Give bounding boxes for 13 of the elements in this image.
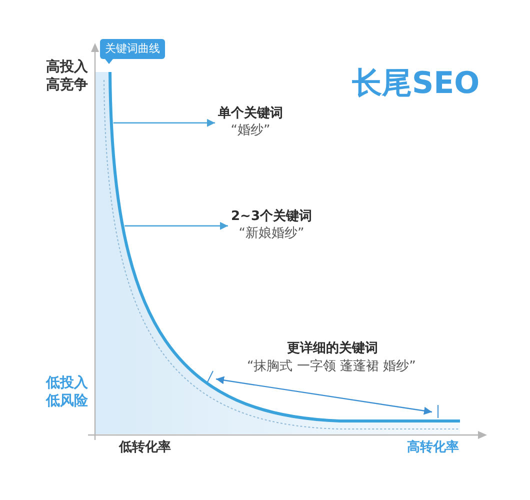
keyword-example: “婚纱” (230, 122, 270, 140)
axis-label: 低投入低风险 (46, 374, 89, 410)
arrow (124, 222, 228, 230)
keyword-heading: 更详细的关键词 (287, 341, 378, 358)
axis-label: 高投入高竞争 (46, 58, 89, 94)
keyword-heading: 2~3个关键词 (231, 209, 312, 226)
keyword-example: “新娘婚纱” (238, 226, 304, 243)
keyword-example: “抹胸式 一字领 蓬蓬裙 婚纱” (247, 359, 416, 376)
title: 长尾SEO (352, 66, 480, 102)
axis-label: 高转化率 (407, 440, 459, 457)
arrow (113, 118, 215, 127)
axis-label: 低转化率 (119, 440, 171, 457)
keyword-heading: 单个关键词 (218, 106, 283, 123)
